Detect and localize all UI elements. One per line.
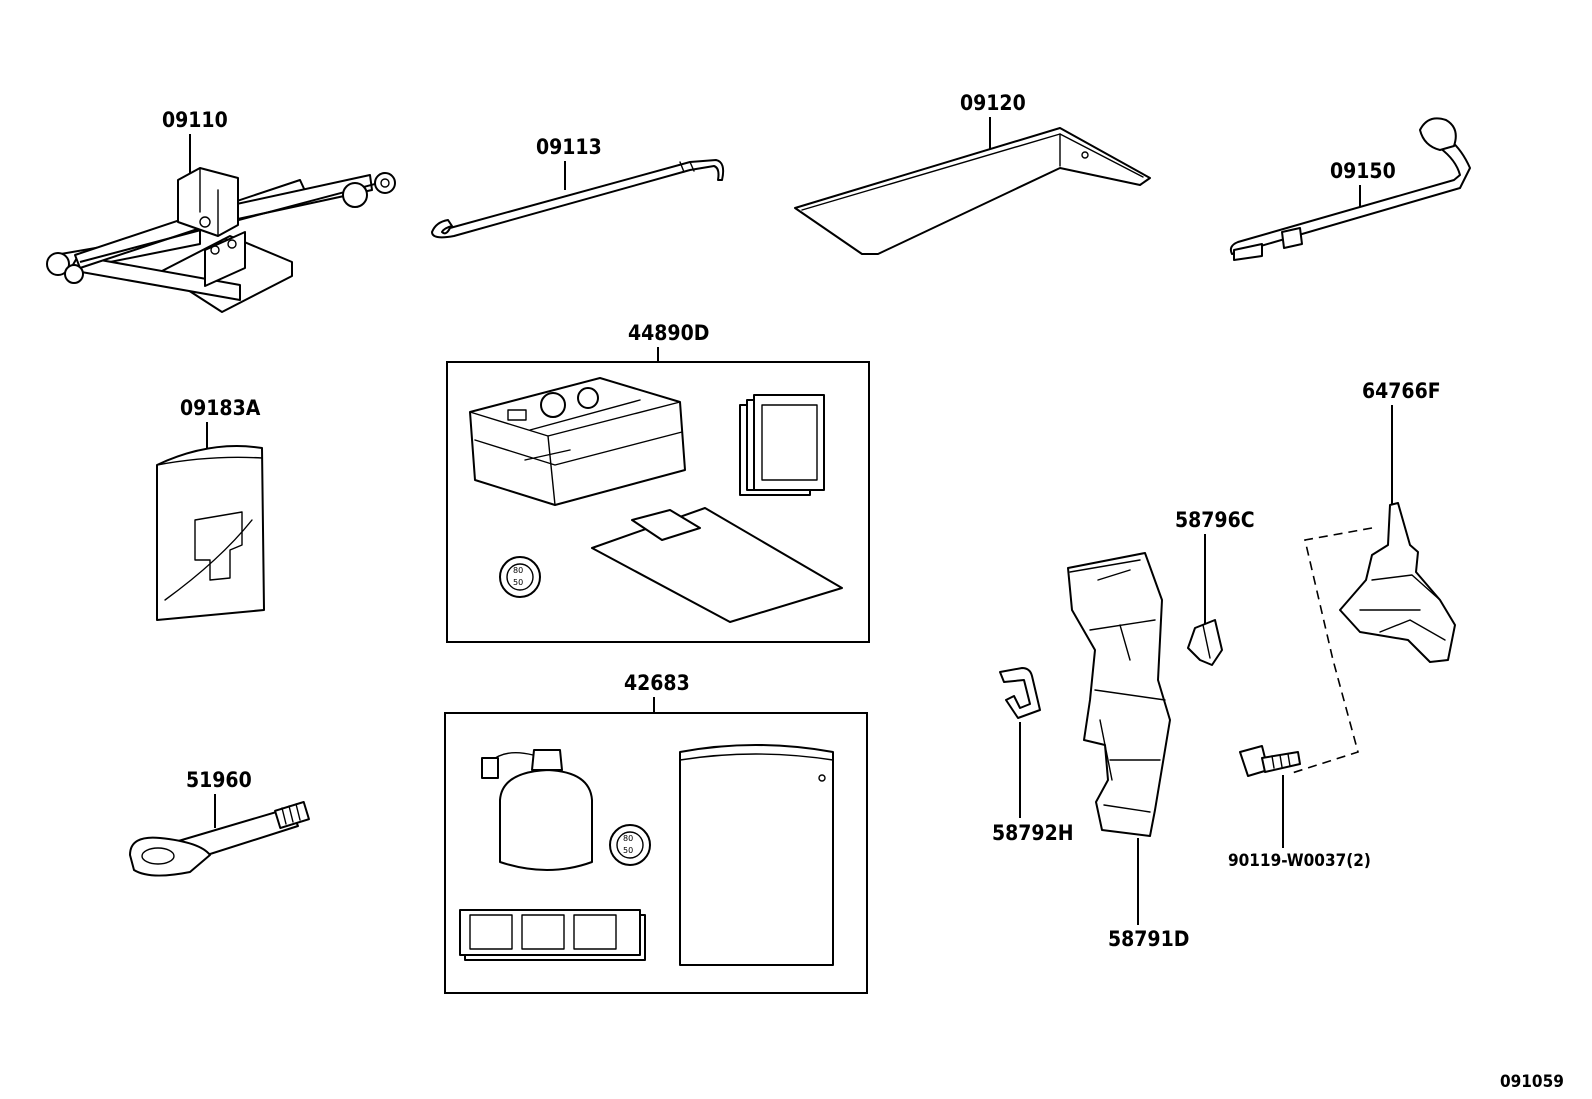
tire-repair-set-part-42683[interactable]: 42683 80 50: [444, 671, 868, 994]
label-58791D: 58791D: [1108, 927, 1189, 951]
jack-part-09110[interactable]: 09110: [46, 108, 396, 313]
clip-part-58796C[interactable]: 58796C: [1175, 508, 1255, 666]
label-09113: 09113: [536, 135, 602, 159]
label-90119-W0037: 90119-W0037(2): [1228, 851, 1371, 871]
label-51960: 51960: [186, 768, 252, 792]
label-42683: 42683: [624, 671, 690, 695]
repair-kit-part-44890D[interactable]: 44890D 80 50: [446, 321, 870, 643]
label-09183A: 09183A: [180, 396, 261, 420]
label-44890D: 44890D: [628, 321, 709, 345]
label-64766F: 64766F: [1362, 379, 1441, 403]
sticker-2-top-value: 80: [623, 834, 633, 843]
label-09120: 09120: [960, 91, 1026, 115]
hook-part-58792H[interactable]: 58792H: [992, 667, 1074, 845]
bolt-part-90119-W0037[interactable]: 90119-W0037(2): [1228, 745, 1371, 871]
label-09110: 09110: [162, 108, 228, 132]
tool-bag-part-09120[interactable]: 09120: [794, 91, 1151, 255]
label-09150: 09150: [1330, 159, 1396, 183]
sticker-2-bottom-value: 50: [623, 846, 633, 855]
figure-code: 091059: [1500, 1072, 1564, 1092]
tray-part-58791D[interactable]: 58791D: [1067, 552, 1189, 951]
jack-handle-part-09113[interactable]: 09113: [431, 135, 725, 239]
lug-wrench-part-09150[interactable]: 09150: [1229, 117, 1471, 261]
sticker-bottom-value: 50: [513, 578, 523, 587]
label-58792H: 58792H: [992, 821, 1074, 845]
label-58796C: 58796C: [1175, 508, 1255, 532]
bag-part-09183A[interactable]: 09183A: [156, 396, 265, 621]
bracket-part-64766F[interactable]: 64766F: [1291, 379, 1456, 774]
towing-eye-part-51960[interactable]: 51960: [129, 768, 310, 877]
sticker-top-value: 80: [513, 566, 523, 575]
